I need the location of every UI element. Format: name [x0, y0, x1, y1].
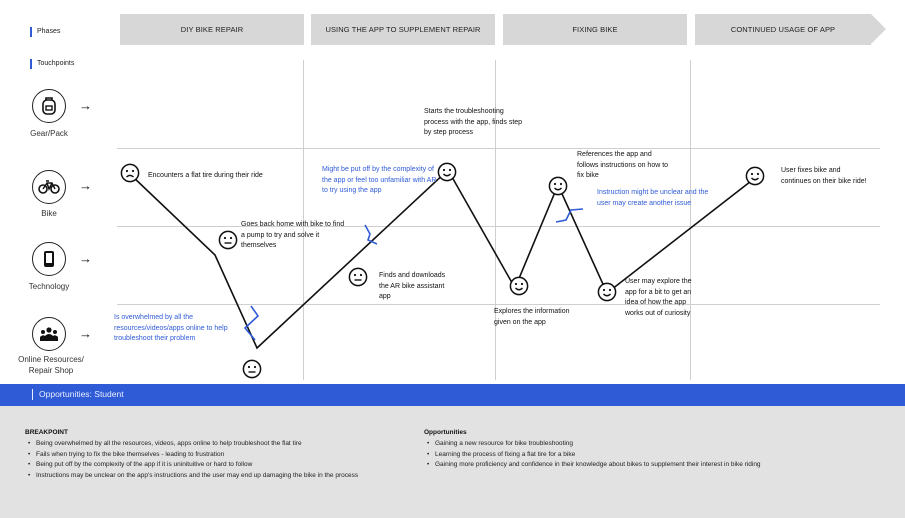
bicycle-icon — [32, 170, 66, 204]
arrow-right-icon: → — [79, 251, 92, 266]
list-item: Learning the process of fixing a flat ti… — [425, 450, 795, 461]
happy-face-icon — [548, 176, 568, 196]
neutral-face-icon — [348, 267, 368, 287]
journey-note: Encounters a flat tire during their ride — [148, 172, 263, 179]
touchpoint-label: Gear/Pack — [30, 129, 68, 138]
opportunities-title: Opportunities — [424, 429, 467, 436]
pain-point-note: Might be put off by the complexity of th… — [322, 166, 437, 194]
opportunities-banner-title: Opportunities: Student — [32, 389, 124, 400]
findings-panel: BREAKPOINT Being overwhelmed by all the … — [0, 406, 905, 518]
pain-point-marker — [243, 305, 260, 341]
pain-point-note: Is overwhelmed by all the resources/vide… — [114, 314, 228, 342]
phase-fixing-bike: FIXING BIKE — [503, 14, 687, 45]
list-item: Instructions may be unclear on the app's… — [26, 471, 406, 482]
happy-face-icon — [597, 282, 617, 302]
phase-divider — [495, 60, 496, 380]
opportunities-list: Gaining a new resource for bike troubles… — [425, 439, 795, 471]
journey-note: User fixes bike and continues on their b… — [781, 167, 867, 185]
neutral-face-icon — [218, 230, 238, 250]
journey-note: Explores the information given on the ap… — [494, 308, 570, 326]
phases-label: Phases — [30, 27, 60, 37]
row-divider — [117, 148, 880, 149]
arrow-right-icon: → — [79, 178, 92, 193]
phase-arrow-tip — [871, 14, 886, 44]
arrow-right-icon: → — [79, 326, 92, 341]
phase-divider — [690, 60, 691, 380]
journey-note: User may explore the app for a bit to ge… — [625, 278, 692, 317]
sad-face-icon — [120, 163, 140, 183]
opportunities-banner: Opportunities: Student — [0, 384, 905, 406]
touchpoint-label: Technology — [28, 282, 70, 291]
row-divider — [117, 304, 880, 305]
list-item: Gaining a new resource for bike troubles… — [425, 439, 795, 450]
list-item: Being put off by the complexity of the a… — [26, 460, 406, 471]
touchpoint-label: Online Resources/ Repair Shop — [18, 355, 84, 375]
journey-line-chart — [130, 168, 756, 350]
pain-point-note: Instruction might be unclear and the use… — [597, 189, 709, 207]
journey-note: Starts the troubleshooting process with … — [424, 108, 523, 136]
touchpoint-label: Bike — [41, 209, 57, 218]
happy-face-icon — [745, 166, 765, 186]
list-item: Fails when trying to fix the bike themse… — [26, 450, 406, 461]
people-group-icon — [32, 317, 66, 351]
row-divider — [117, 226, 880, 227]
happy-face-icon — [509, 276, 529, 296]
emotion-curve — [130, 168, 756, 350]
phase-continued-usage: CONTINUED USAGE OF APP — [695, 14, 871, 45]
touchpoints-label: Touchpoints — [30, 59, 74, 69]
journey-note: Goes back home with bike to find a pump … — [241, 221, 345, 249]
neutral-face-icon — [242, 359, 262, 379]
backpack-icon — [32, 89, 66, 123]
list-item: Being overwhelmed by all the resources, … — [26, 439, 406, 450]
pain-point-marker — [555, 208, 584, 223]
journey-note: References the app and follows instructi… — [577, 151, 669, 179]
happy-face-icon — [437, 162, 457, 182]
arrow-right-icon: → — [79, 98, 92, 113]
breakpoint-list: Being overwhelmed by all the resources, … — [26, 439, 406, 481]
journey-note: Finds and downloads the AR bike assistan… — [379, 272, 446, 300]
phase-using-app: USING THE APP TO SUPPLEMENT REPAIR — [311, 14, 495, 45]
list-item: Gaining more proficiency and confidence … — [425, 460, 795, 471]
phase-diy-bike-repair: DIY BIKE REPAIR — [120, 14, 304, 45]
breakpoint-title: BREAKPOINT — [25, 429, 68, 436]
smartphone-icon — [32, 242, 66, 276]
pain-point-marker — [364, 224, 378, 245]
phase-divider — [303, 60, 304, 380]
